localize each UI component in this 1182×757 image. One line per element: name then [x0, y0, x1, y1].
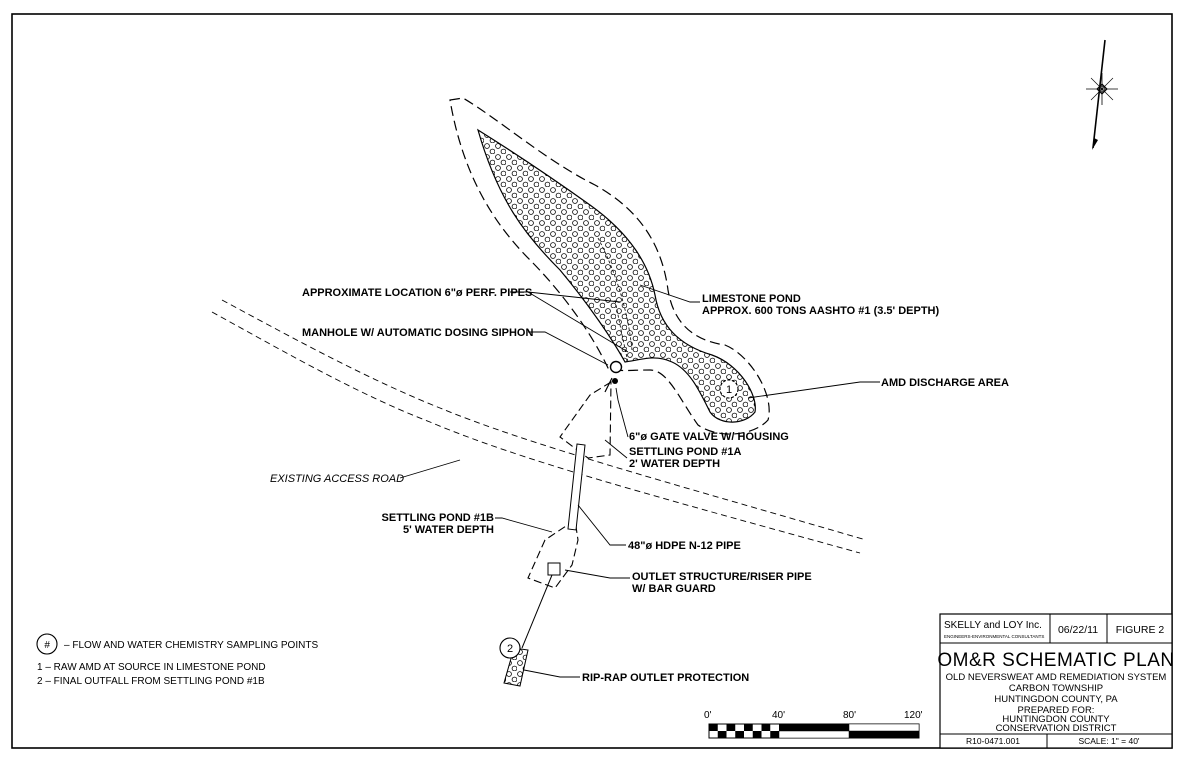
scale-tick-label: 80' — [843, 710, 856, 721]
company-name: SKELLY and LOY Inc. — [944, 620, 1042, 631]
scale-segment — [848, 723, 920, 732]
scale-segment — [770, 731, 779, 738]
scale-segment — [735, 731, 744, 738]
label-access-road: EXISTING ACCESS ROAD — [270, 473, 404, 485]
settling-pond-1b — [527, 519, 579, 589]
scale-bar: 0' 40' 80' 120' — [704, 710, 923, 739]
leader-lines — [399, 284, 880, 678]
label-outlet-2: W/ BAR GUARD — [632, 583, 716, 595]
label-hdpe-pipe: 48"ø HDPE N-12 PIPE — [628, 540, 741, 552]
drawing-date: 06/22/11 — [1058, 624, 1098, 636]
label-settling-1a-2: 2' WATER DEPTH — [629, 458, 720, 470]
sampling-point-1-number: 1 — [726, 384, 732, 396]
scale-segment — [778, 730, 850, 739]
label-gate-valve: 6"ø GATE VALVE W/ HOUSING — [629, 431, 789, 443]
scale-segment — [717, 731, 727, 738]
title-line: PREPARED FOR: — [1018, 705, 1095, 716]
legend-symbol-icon — [36, 633, 58, 655]
sampling-point-2-number: 2 — [507, 643, 513, 655]
scale-tick-label: 120' — [904, 710, 923, 721]
scale-segment — [744, 724, 753, 731]
title-block: SKELLY and LOY Inc. ENGINEERS-ENVIRONMEN… — [937, 613, 1174, 749]
label-settling-1b-1: SETTLING POND #1B — [382, 512, 495, 524]
scale-segment — [709, 724, 718, 731]
title-line: OLD NEVERSWEAT AMD REMEDIATION SYSTEM — [946, 672, 1167, 683]
title-line: CARBON TOWNSHIP — [1009, 683, 1103, 694]
legend-item: 2 – FINAL OUTFALL FROM SETTLING POND #1B — [37, 676, 265, 687]
title-line: CONSERVATION DISTRICT — [996, 723, 1117, 734]
sheet-border — [11, 13, 1173, 749]
label-riprap: RIP-RAP OUTLET PROTECTION — [582, 672, 749, 684]
label-settling-1b-2: 5' WATER DEPTH — [403, 524, 494, 536]
settling-pond-1a — [559, 381, 612, 459]
company-subtitle: ENGINEERS-ENVIRONMENTAL CONSULTANTS — [944, 634, 1044, 639]
hdpe-pipe — [567, 443, 586, 531]
sampling-point-2-icon — [499, 637, 521, 659]
project-number: R10-0471.001 — [966, 736, 1020, 746]
perf-pipes — [597, 237, 633, 363]
figure-number: FIGURE 2 — [1116, 624, 1165, 636]
scale-tick-label: 0' — [704, 710, 712, 721]
title-line: HUNTINGDON COUNTY, PA — [994, 694, 1118, 705]
label-limestone-pond-2: APPROX. 600 TONS AASHTO #1 (3.5' DEPTH) — [702, 305, 939, 317]
legend-symbol-text: – FLOW AND WATER CHEMISTRY SAMPLING POIN… — [64, 640, 318, 651]
scale-segment — [849, 731, 919, 738]
gate-valve-icon — [612, 378, 618, 384]
label-settling-1a-1: SETTLING POND #1A — [629, 446, 742, 458]
sampling-point-1-icon — [719, 379, 739, 399]
outlet-structure — [547, 562, 561, 576]
legend: # – FLOW AND WATER CHEMISTRY SAMPLING PO… — [36, 633, 318, 687]
drawing-title: OM&R SCHEMATIC PLAN — [937, 650, 1174, 671]
label-amd-discharge: AMD DISCHARGE AREA — [881, 377, 1009, 389]
legend-item: 1 – RAW AMD AT SOURCE IN LIMESTONE POND — [37, 662, 266, 673]
north-arrow-icon — [1086, 39, 1118, 150]
title-line: HUNTINGDON COUNTY — [1002, 714, 1110, 725]
scale-segment — [752, 731, 762, 738]
outlet-pipe — [521, 574, 553, 649]
limestone-pond — [476, 128, 756, 423]
riprap-outlet — [503, 647, 529, 687]
scale-tick-label: 40' — [772, 710, 785, 721]
drawing-scale: SCALE: 1" = 40' — [1078, 736, 1139, 746]
label-perf-pipes: APPROXIMATE LOCATION 6"ø PERF. PIPES — [302, 287, 532, 299]
scale-segment — [726, 724, 736, 731]
manhole-icon — [609, 360, 623, 374]
label-manhole: MANHOLE W/ AUTOMATIC DOSING SIPHON — [302, 327, 533, 339]
access-road — [211, 299, 867, 554]
scale-segment — [779, 724, 849, 731]
label-outlet-1: OUTLET STRUCTURE/RISER PIPE — [632, 571, 812, 583]
label-limestone-pond-1: LIMESTONE POND — [702, 293, 801, 305]
scale-segment — [761, 724, 771, 731]
legend-symbol: # — [44, 640, 50, 651]
